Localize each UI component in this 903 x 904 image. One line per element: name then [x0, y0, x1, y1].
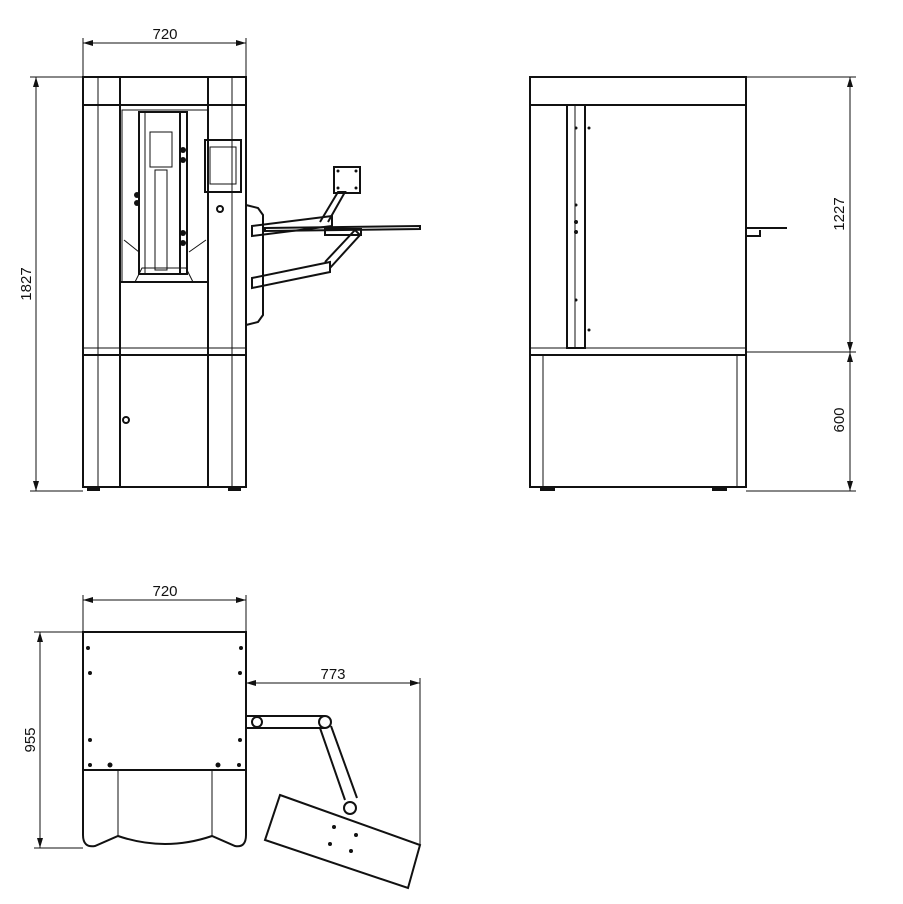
side-lower-height-label: 600: [831, 407, 848, 432]
door-lock-icon: [122, 416, 130, 424]
side-upper-height-label: 1227: [831, 197, 848, 230]
top-width-label: 720: [152, 583, 177, 600]
arm-reach-label: 773: [320, 666, 345, 683]
top-depth-label: 955: [22, 727, 39, 752]
front-width-label: 720: [152, 26, 177, 43]
front-view: 720 1827: [18, 26, 421, 492]
front-height-label: 1827: [18, 267, 35, 300]
side-view: 1227 600: [529, 76, 856, 492]
button-icon: [216, 205, 224, 213]
top-view: 720 955 773: [22, 583, 422, 890]
touch-display: [204, 139, 242, 193]
